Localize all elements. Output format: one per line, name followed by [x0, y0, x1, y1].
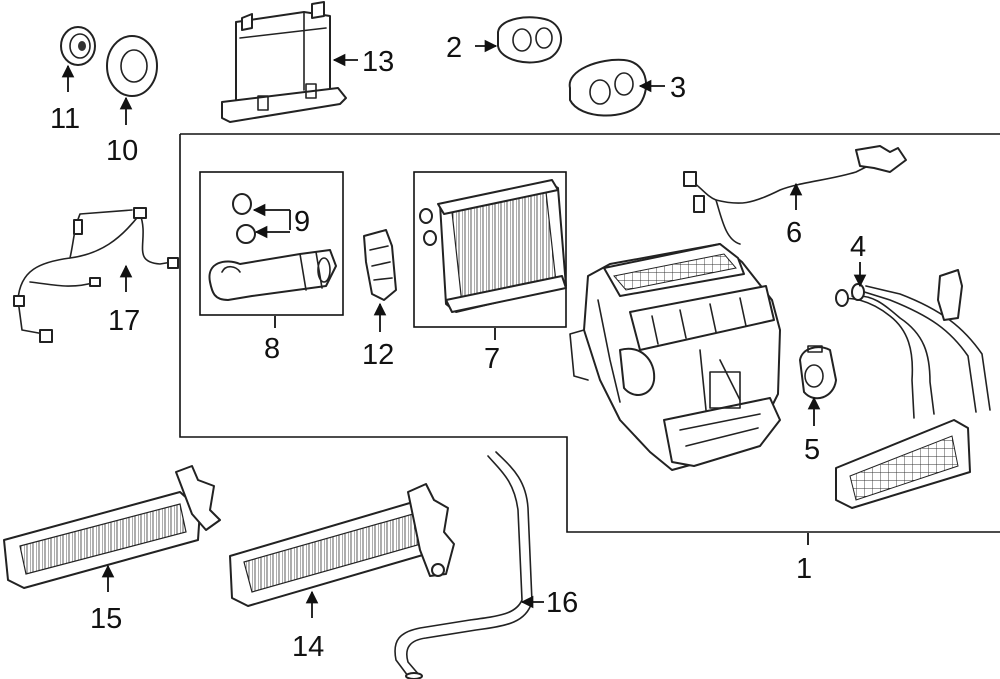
callout-13: 13 — [362, 46, 394, 78]
ac-case-part-1 — [569, 243, 781, 471]
duct-seal-part-2 — [497, 16, 562, 64]
heater-core-part-4 — [835, 269, 991, 509]
callout-2: 2 — [446, 32, 462, 64]
harness-part-6 — [683, 145, 907, 245]
callout-15: 15 — [90, 603, 122, 635]
assembly-boundary — [179, 133, 1000, 533]
callout-8: 8 — [264, 333, 280, 365]
callout-10: 10 — [106, 135, 138, 167]
drain-hose-part-16 — [394, 451, 533, 679]
callout-7: 7 — [484, 343, 500, 375]
callout-14: 14 — [292, 631, 324, 663]
wire-harness-part-17 — [13, 207, 179, 343]
ptc-heater-part-14 — [229, 483, 455, 607]
seal-ring-part-10 — [106, 35, 158, 97]
callout-17: 17 — [108, 305, 140, 337]
leader-lines — [61, 39, 867, 618]
callout-4: 4 — [850, 231, 866, 263]
callout-9: 9 — [294, 206, 310, 238]
grommet-part-11 — [60, 26, 96, 66]
callout-3: 3 — [670, 72, 686, 104]
callout-6: 6 — [786, 217, 802, 249]
group-box-7 — [413, 171, 567, 328]
group-box-8 — [199, 171, 344, 316]
callout-12: 12 — [362, 339, 394, 371]
expansion-pipe-part-8 — [208, 249, 337, 301]
heater-element-part-15 — [3, 465, 221, 589]
duct-seal-part-3 — [568, 58, 648, 117]
actuator-part-5 — [799, 345, 837, 400]
callout-5: 5 — [804, 434, 820, 466]
bracket-part-12 — [363, 229, 397, 301]
callout-1: 1 — [796, 553, 812, 585]
evaporator-part-7 — [419, 179, 567, 313]
control-module-part-13 — [221, 1, 347, 123]
o-rings-part-9 — [232, 193, 256, 244]
callout-16: 16 — [546, 587, 578, 619]
callout-11: 11 — [50, 103, 80, 135]
